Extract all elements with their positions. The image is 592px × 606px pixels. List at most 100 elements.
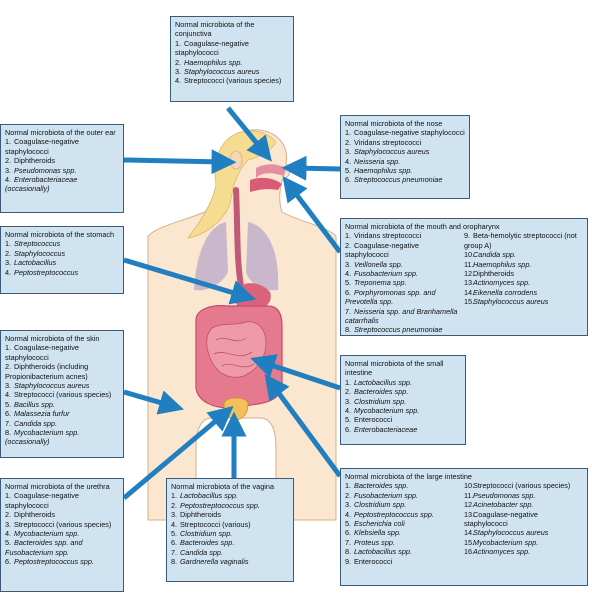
item-text: Coagulase-negative staphylococci (354, 128, 465, 138)
item-number: 4. (345, 156, 352, 166)
item-text: Bacillus spp. (14, 399, 55, 409)
list-item: 1.Lactobacillus spp. (171, 491, 289, 500)
list-item: 5.Treponema spp. (345, 278, 464, 287)
outer-ear-box: Normal microbiota of the outer ear 1.Coa… (0, 124, 124, 213)
list-item: 3.Lactobacillus (5, 258, 119, 267)
item-number: 3. (345, 259, 352, 269)
item-number: 13. (464, 278, 475, 288)
list-item: 6.Bacteroides spp. (171, 538, 289, 547)
item-number: 2. (345, 137, 352, 147)
item-number: 6. (345, 528, 352, 538)
item-text: Proteus spp. (354, 537, 395, 547)
nose-title: Normal microbiota of the nose (345, 119, 443, 128)
item-number: 4. (5, 529, 12, 539)
arrow-urethra (122, 405, 234, 500)
outer-ear-title: Normal microbiota of the outer ear (5, 128, 116, 137)
list-item: 8.Mycobacterium spp. (occasionally) (5, 428, 119, 447)
item-text: Mycobacterium spp. (occasionally) (5, 428, 80, 447)
item-number: 12. (464, 500, 475, 510)
item-text: Diphtheroids (473, 269, 514, 279)
list-item: 14.Eikenella corrodens (464, 288, 583, 297)
mouth-title: Normal microbiota of the mouth and oroph… (345, 222, 500, 231)
mouth-list-right: 9.Beta-hemolytic streptococci (not group… (464, 231, 583, 334)
item-text: Mycobacterium spp. (473, 537, 539, 547)
vagina-title: Normal microbiota of the vagina (171, 482, 275, 491)
item-number: 3. (345, 147, 352, 157)
item-number: 3. (171, 510, 178, 520)
item-number: 12. (464, 269, 475, 279)
item-text: Staphylococcus (14, 248, 66, 258)
item-text: Peptostreptococcus (14, 267, 79, 277)
item-number: 2. (175, 57, 182, 67)
nasal-cavity (256, 164, 286, 178)
item-number: 6. (345, 424, 352, 434)
item-text: Coagulase-negative staphylococci (345, 240, 419, 260)
list-item: 3.Streptococci (various species) (5, 520, 119, 529)
item-text: Haemophilus spp. (473, 259, 532, 269)
item-number: 7. (345, 306, 352, 316)
small-intestine-title: Normal microbiota of the small intestine (345, 359, 444, 378)
item-number: 4. (5, 267, 12, 277)
list-item: 1.Streptococcus (5, 239, 119, 248)
oral-cavity (250, 177, 282, 192)
item-number: 8. (5, 428, 12, 438)
item-number: 1. (345, 481, 352, 491)
item-number: 1. (345, 377, 352, 387)
item-number: 6. (345, 175, 352, 185)
item-text: Eikenella corrodens (473, 287, 538, 297)
item-text: Clostridium spp. (354, 396, 407, 406)
item-number: 7. (345, 537, 352, 547)
item-text: Lactobacillus (14, 258, 57, 268)
arrow-nose (281, 155, 341, 181)
item-text: Beta-hemolytic streptococci (not group A… (464, 231, 577, 250)
item-text: Bacteroides spp. (354, 387, 409, 397)
list-item: 14.Staphylococcus aureus (464, 528, 583, 537)
list-item: 8.Gardnerella vaginalis (171, 557, 289, 566)
arrow-outer-ear (123, 149, 237, 175)
list-item: 2.Haemophilus spp. (175, 58, 289, 67)
item-number: 2. (5, 156, 12, 166)
small-intestine-box: Normal microbiota of the small intestine… (340, 355, 466, 445)
item-number: 2. (171, 500, 178, 510)
item-text: Veillonella spp. (354, 259, 403, 269)
item-number: 14. (464, 287, 475, 297)
list-item: 11.Pseudomonas spp. (464, 491, 583, 500)
item-number: 7. (171, 547, 178, 557)
list-item: 10.Streptococci (various species) (464, 481, 583, 490)
item-text: Coagulase-negative staphylococci (5, 491, 79, 510)
item-text: Peptostreptococcus spp. (354, 509, 434, 519)
item-text: Porphyromonas spp. and Prevotella spp. (345, 287, 436, 307)
item-number: 4. (175, 76, 182, 86)
list-item: 5.Bacteroides spp. and Fusobacterium spp… (5, 538, 119, 557)
list-item: 6.Peptostreptococcus spp. (5, 557, 119, 566)
right-lung (246, 222, 279, 291)
item-number: 2. (5, 362, 12, 372)
stomach-box: Normal microbiota of the stomach 1.Strep… (0, 226, 124, 294)
item-text: Malassezia furfur (14, 409, 70, 419)
item-text: Streptococcus (14, 239, 61, 249)
item-number: 3. (5, 519, 12, 529)
item-text: Coagulase-negative staphylococci (175, 38, 249, 58)
list-item: 7.Proteus spp. (345, 538, 464, 547)
item-number: 3. (345, 396, 352, 406)
list-item: 10.Candida spp. (464, 250, 583, 259)
item-text: Enterobacteriaceae (occasionally) (5, 175, 78, 194)
list-item: 1.Coagulase-negative staphylococci (5, 491, 119, 510)
large-intestine-title: Normal microbiota of the large intestine (345, 472, 472, 481)
item-text: Pseudomonas spp. (14, 165, 77, 175)
large-intestine-list-left: 1.Bacteroides spp.2.Fusobacterium spp.3.… (345, 481, 464, 566)
item-number: 6. (5, 409, 12, 419)
item-number: 10. (464, 481, 475, 491)
list-item: 7.Candida spp. (5, 419, 119, 428)
item-number: 9. (464, 231, 471, 241)
item-text: Gardnerella vaginalis (180, 557, 249, 567)
skin-title: Normal microbiota of the skin (5, 334, 100, 343)
arrow-skin (123, 389, 184, 415)
list-item: 4.Peptostreptococcus (5, 268, 119, 277)
list-item: 4.Peptostreptococcus spp. (345, 510, 464, 519)
item-text: Streptococcus pneumoniae (354, 175, 443, 185)
item-text: Diphtheroids (14, 510, 55, 520)
list-item: 2.Diphtheroids (including Propionibacter… (5, 362, 119, 381)
